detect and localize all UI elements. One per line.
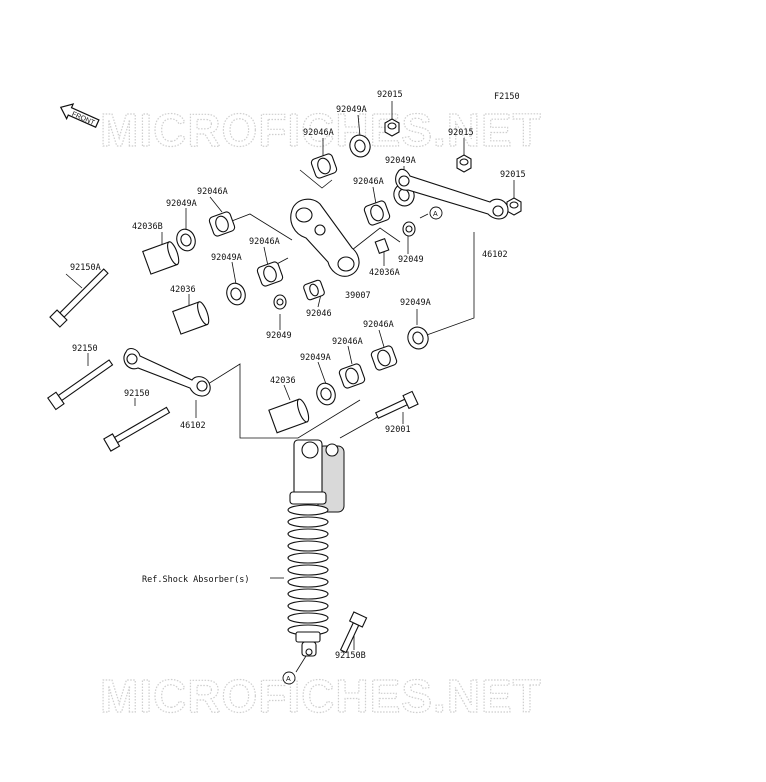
bearing-92046A-left (208, 211, 236, 237)
nut-92015-mid (456, 154, 472, 173)
bearing-92046A-mid (363, 200, 391, 226)
shock-absorber (287, 439, 345, 657)
label-92046A-lower2: 92046A (332, 337, 363, 347)
figure-code: F2150 (494, 92, 520, 102)
part-labels: 92015 92049A 92046A 92015 92049A 92015 9… (70, 90, 526, 661)
label-92049A-r1: 92049A (385, 156, 416, 166)
sleeve-42036A (374, 237, 390, 255)
watermark-bottom: MICROFICHES.NET (100, 670, 542, 722)
label-92015-top: 92015 (377, 90, 403, 100)
link-rod-46102-right (395, 168, 509, 220)
collar-92049A-lower (407, 326, 429, 350)
bearing-92046A-top (310, 153, 338, 179)
collar-92049A-top (349, 134, 371, 158)
label-92049A-lower: 92049A (400, 298, 431, 308)
label-92049: 92049 (266, 331, 292, 341)
label-92150-1: 92150 (72, 344, 98, 354)
label-92150-2: 92150 (124, 389, 150, 399)
bolt-92150B (339, 611, 368, 654)
collar-92049A-l2 (316, 382, 336, 406)
label-92046A-left: 92046A (197, 187, 228, 197)
bearing-92046 (303, 279, 325, 301)
nut-92015-right (506, 197, 522, 216)
bolt-92001 (374, 390, 419, 419)
bolt-92150A (49, 268, 109, 328)
bolt-92150-1 (47, 359, 114, 411)
label-92046A-center: 92046A (249, 237, 280, 247)
bearing-92046A-center (256, 261, 284, 287)
label-46102-left: 46102 (180, 421, 206, 431)
sleeve-42036-lower (268, 398, 310, 434)
label-92150A: 92150A (70, 263, 101, 273)
label-92049A-left: 92049A (166, 199, 197, 209)
label-92049A-center: 92049A (211, 253, 242, 263)
label-92046A-mid: 92046A (353, 177, 384, 187)
leader-lines (65, 101, 515, 673)
label-92150B: 92150B (335, 651, 366, 661)
front-arrow-icon: FRONT (59, 103, 100, 129)
collar-92049A-left (176, 228, 196, 252)
collar-92049A-center (226, 282, 246, 306)
shock-spring (287, 504, 329, 636)
label-92046A-lower: 92046A (363, 320, 394, 330)
label-39007: 39007 (345, 291, 371, 301)
label-92049A-l2: 92049A (300, 353, 331, 363)
label-92046: 92046 (306, 309, 332, 319)
callout-A-top: A (429, 206, 443, 220)
label-46102-right: 46102 (482, 250, 508, 260)
bolt-92150-2 (103, 406, 171, 452)
label-42036-lower: 42036 (270, 376, 296, 386)
callout-A-bottom: A (282, 671, 296, 685)
sleeve-42036B (142, 241, 180, 275)
rocker-arm-39007 (290, 198, 360, 277)
sleeve-42036-top (172, 301, 210, 335)
collar-92049-right (402, 221, 416, 237)
callout-A-bottom-label: A (286, 676, 291, 683)
callout-A-top-label: A (433, 211, 438, 218)
label-92049-r: 92049 (398, 255, 424, 265)
bearing-92046A-lower-a (370, 345, 398, 371)
collar-92049 (273, 294, 287, 310)
watermark-top: MICROFICHES.NET (100, 104, 542, 156)
label-42036A: 42036A (369, 268, 400, 278)
nut-92015-top (384, 118, 400, 137)
label-ref-shock-absorber: Ref.Shock Absorber(s) (142, 575, 249, 585)
bearing-92046A-lower-b (338, 363, 366, 389)
label-42036B: 42036B (132, 222, 163, 232)
label-92001: 92001 (385, 425, 411, 435)
label-92046A-top: 92046A (303, 128, 334, 138)
label-92015-mid: 92015 (448, 128, 474, 138)
label-42036-top: 42036 (170, 285, 196, 295)
link-rod-46102-left (123, 347, 211, 397)
label-92015-right: 92015 (500, 170, 526, 180)
label-92049A-top: 92049A (336, 105, 367, 115)
